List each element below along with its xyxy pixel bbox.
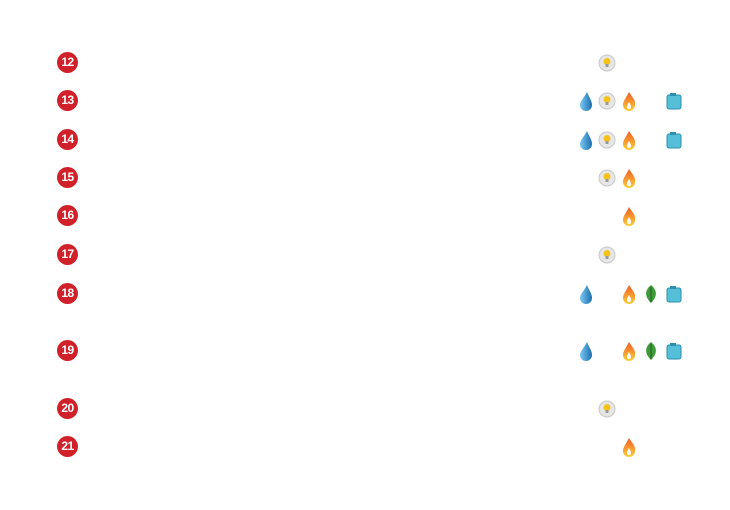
list-item: 19 bbox=[0, 339, 730, 363]
fire-icon bbox=[620, 284, 638, 304]
bulb-icon bbox=[598, 91, 616, 111]
number-badge: 18 bbox=[57, 283, 78, 304]
box-icon bbox=[665, 341, 683, 361]
water-icon bbox=[577, 284, 595, 304]
list-item: 21 bbox=[0, 435, 730, 459]
number-badge: 17 bbox=[57, 244, 78, 265]
list-item: 13 bbox=[0, 89, 730, 113]
box-icon bbox=[665, 130, 683, 150]
water-icon bbox=[577, 130, 595, 150]
number-badge: 16 bbox=[57, 205, 78, 226]
bulb-icon bbox=[598, 130, 616, 150]
number-badge: 20 bbox=[57, 398, 78, 419]
list-item: 12 bbox=[0, 51, 730, 75]
bulb-icon bbox=[598, 399, 616, 419]
list-item: 18 bbox=[0, 282, 730, 306]
fire-icon bbox=[620, 206, 638, 226]
box-icon bbox=[665, 91, 683, 111]
list-item: 15 bbox=[0, 166, 730, 190]
list-item: 14 bbox=[0, 128, 730, 152]
number-badge: 21 bbox=[57, 436, 78, 457]
fire-icon bbox=[620, 341, 638, 361]
bulb-icon bbox=[598, 245, 616, 265]
number-badge: 12 bbox=[57, 52, 78, 73]
number-badge: 13 bbox=[57, 90, 78, 111]
list-item: 16 bbox=[0, 204, 730, 228]
bulb-icon bbox=[598, 168, 616, 188]
leaf-icon bbox=[642, 284, 660, 304]
number-badge: 14 bbox=[57, 129, 78, 150]
list-item: 17 bbox=[0, 243, 730, 267]
fire-icon bbox=[620, 130, 638, 150]
leaf-icon bbox=[642, 341, 660, 361]
water-icon bbox=[577, 341, 595, 361]
fire-icon bbox=[620, 91, 638, 111]
fire-icon bbox=[620, 168, 638, 188]
box-icon bbox=[665, 284, 683, 304]
fire-icon bbox=[620, 437, 638, 457]
number-badge: 15 bbox=[57, 167, 78, 188]
bulb-icon bbox=[598, 53, 616, 73]
number-badge: 19 bbox=[57, 340, 78, 361]
water-icon bbox=[577, 91, 595, 111]
list-item: 20 bbox=[0, 397, 730, 421]
